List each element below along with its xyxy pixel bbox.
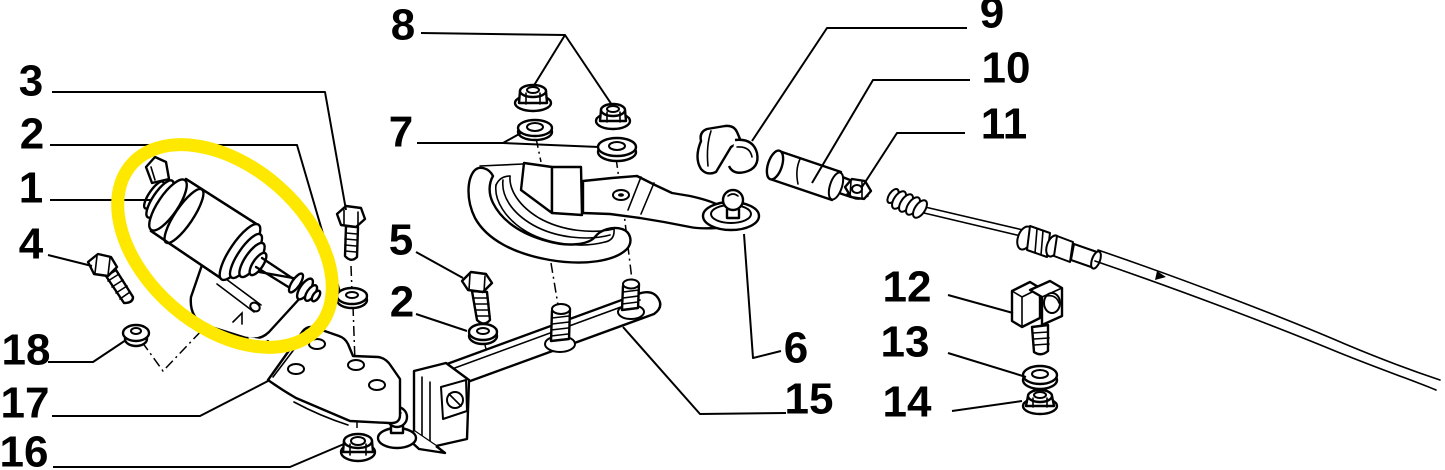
part-flanged-nut-16 <box>339 432 377 463</box>
highlight-marker <box>111 138 339 354</box>
part-solenoid-actuator-1 <box>142 155 322 352</box>
part-angle-bracket <box>404 361 471 455</box>
part-cable-end-connector-9 <box>696 124 759 175</box>
callout-number-9: 9 <box>980 0 1004 38</box>
leader-line-2-washer-center <box>415 313 468 332</box>
callout-number-6: 6 <box>784 324 808 373</box>
callout-number-3: 3 <box>19 57 43 106</box>
callout-number-13: 13 <box>881 318 930 367</box>
part-lock-nut-8b <box>594 102 632 131</box>
part-mounting-plate-17 <box>266 325 402 426</box>
callout-number-4: 4 <box>19 220 44 269</box>
callout-number-14: 14 <box>883 378 932 427</box>
callout-number-16: 16 <box>0 428 48 470</box>
part-cable-clamp-12 <box>1010 279 1064 356</box>
part-washer-7a <box>516 118 554 142</box>
leader-line-14-flanged-nut-clamp <box>951 400 1023 412</box>
leader-line-8-lock-nuts <box>420 32 566 88</box>
leader-line-16-flanged-nut-bottom <box>53 443 345 468</box>
part-lock-nut-8a <box>513 83 553 113</box>
callout-number-12: 12 <box>883 263 932 312</box>
part-hex-bolt-4 <box>86 252 135 305</box>
callout-number-10: 10 <box>982 44 1031 93</box>
part-washer-13 <box>1021 364 1059 391</box>
leader-line-4-hex-bolt-left <box>47 254 93 267</box>
part-washer-2b <box>467 322 499 346</box>
callout-number-2: 2 <box>20 110 44 159</box>
ball-stud-6 <box>721 188 745 212</box>
leader-line-9-cable-end-connector <box>751 27 967 142</box>
leader-line-7-washers-top <box>417 142 600 148</box>
solenoid-plunger-rod <box>254 256 297 290</box>
callout-number-8: 8 <box>391 1 415 50</box>
part-curved-guide <box>467 166 632 264</box>
leader-line-18-grommet <box>48 339 127 363</box>
part-sleeve-bushing-10 <box>765 149 859 202</box>
leader-line-3-hex-bolt-upper <box>52 91 347 211</box>
part-washer-7b <box>596 136 638 163</box>
leader-line-7-washers-top <box>502 132 522 144</box>
leader-line-6-ball-stud <box>743 233 782 359</box>
leader-line-5-hex-bolt-center <box>415 251 464 279</box>
callout-number-15: 15 <box>785 375 834 424</box>
callout-number-18: 18 <box>2 326 51 375</box>
part-lever-arm <box>581 174 761 232</box>
part-flanged-nut-14 <box>1021 388 1059 416</box>
part-grommet-18 <box>121 323 151 348</box>
part-support-bracket-15 <box>442 278 662 387</box>
leader-line-17-mounting-plate <box>52 380 269 417</box>
callout-number-1: 1 <box>19 164 43 213</box>
part-saddle-bracket <box>479 161 584 217</box>
centerlines <box>141 137 633 431</box>
cable-direction-tick <box>1155 271 1166 280</box>
callout-number-5: 5 <box>389 216 413 265</box>
callout-number-7: 7 <box>389 108 413 157</box>
callout-number-11: 11 <box>981 100 1028 149</box>
part-hex-bolt-3 <box>335 204 367 261</box>
leader-line-13-washer-clamp <box>947 352 1027 378</box>
leader-line-12-cable-clamp-block <box>947 294 1014 314</box>
part-hex-nut-11 <box>843 177 873 201</box>
callout-number-2: 2 <box>390 278 414 327</box>
callout-number-17: 17 <box>1 379 50 428</box>
leader-line-11-hex-nut-small <box>861 132 965 188</box>
leader-line-8-lock-nuts <box>564 34 613 106</box>
part-washer-2a <box>335 286 369 310</box>
leader-line-10-sleeve-bushing <box>811 79 970 184</box>
part-hex-bolt-5 <box>460 270 494 325</box>
leader-line-15-support-bracket <box>622 326 787 415</box>
part-cable-assembly <box>886 188 1441 391</box>
